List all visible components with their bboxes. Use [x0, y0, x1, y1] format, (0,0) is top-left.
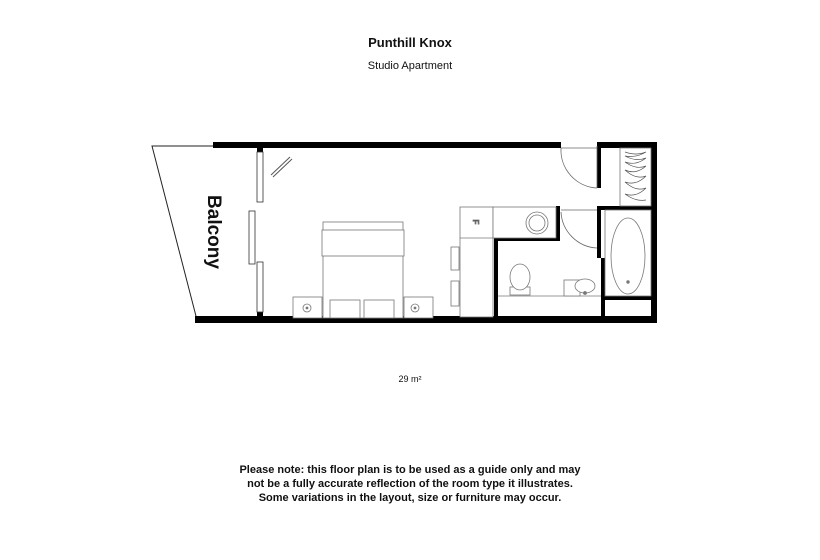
vanity-basin	[498, 278, 601, 297]
disclaimer-line: not be a fully accurate reflection of th…	[247, 478, 573, 490]
bar-stools	[450, 246, 460, 307]
walls	[195, 142, 657, 323]
wardrobe	[619, 147, 652, 207]
bed	[321, 221, 405, 319]
disclaimer-note: Please note: this floor plan is to be us…	[0, 463, 820, 505]
disclaimer-line: Please note: this floor plan is to be us…	[239, 464, 581, 476]
bathroom-door	[560, 209, 598, 249]
sliding-door	[248, 151, 264, 313]
kitchen-bench: F	[459, 206, 557, 318]
light-fixture-icon	[270, 156, 293, 178]
balcony: Balcony	[151, 145, 224, 321]
room-type-subtitle: Studio Apartment	[367, 60, 453, 72]
bedside-table-right	[403, 296, 434, 319]
disclaimer-line: Some variations in the layout, size or f…	[258, 492, 562, 504]
property-title: Punthill Knox	[368, 35, 452, 50]
fridge-label: F	[471, 220, 480, 225]
floor-area: 29 m²	[398, 374, 422, 384]
entry-door	[560, 146, 598, 189]
balcony-label: Balcony	[203, 195, 224, 269]
bedside-table-left	[292, 296, 323, 319]
bathtub	[604, 209, 652, 297]
toilet	[509, 263, 531, 296]
